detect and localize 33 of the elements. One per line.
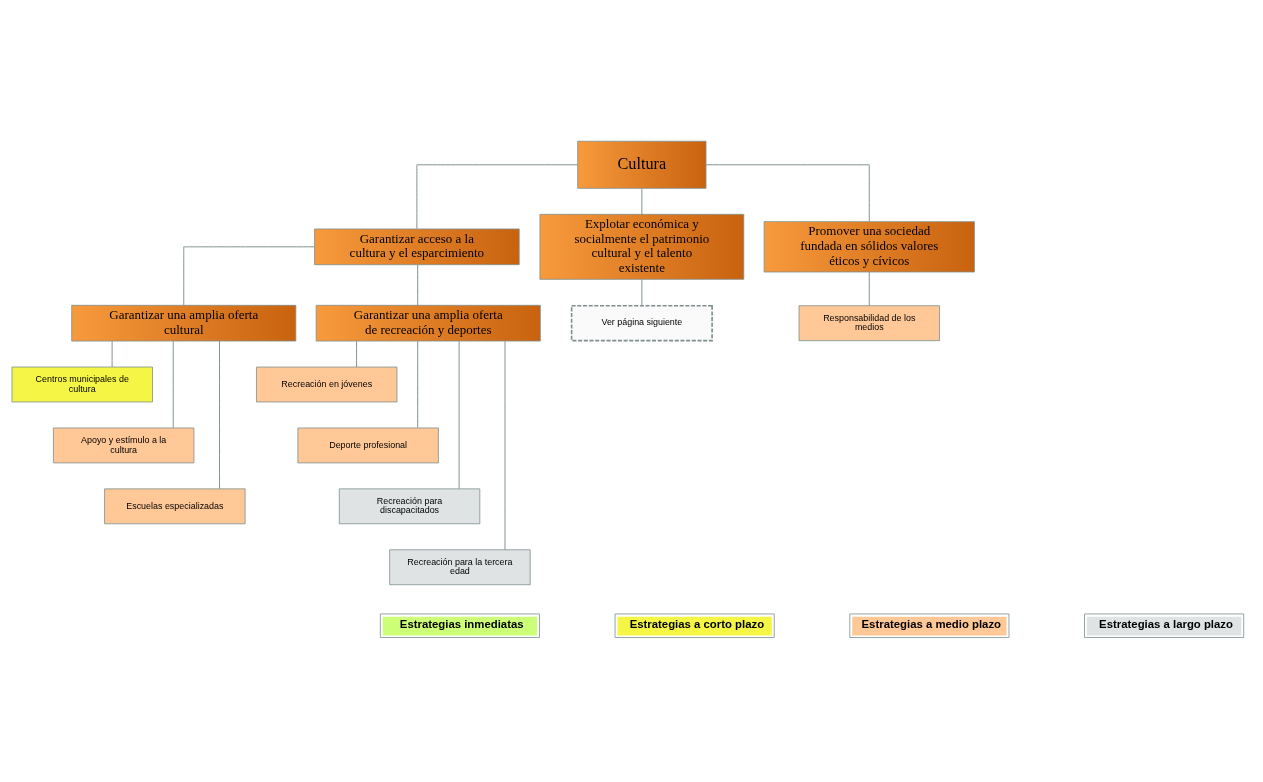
node-box: Responsabilidad de los medios (798, 305, 940, 342)
connector (183, 246, 315, 306)
node-box: Ver página siguiente (570, 304, 713, 342)
node-box: Recreación para discapacitados (338, 488, 481, 525)
node-box: Centros municipales de cultura (11, 366, 153, 403)
node-box: Apoyo y estímulo a la cultura (53, 427, 195, 464)
connector (868, 271, 870, 307)
node-box: Garantizar una amplia oferta de recreación y deportes (315, 304, 541, 342)
node-box: Recreación para la tercera edad (389, 549, 531, 586)
connector (458, 340, 460, 490)
node-box: Escuelas especializadas (104, 488, 246, 525)
node-box: Cultura (577, 140, 707, 189)
node-box: Explotar económica y socialmente el patrimonio cultural y el talento existente (539, 213, 745, 280)
connector (172, 340, 174, 429)
connector (219, 340, 220, 490)
connector (641, 188, 643, 215)
node-box: Recreación en jóvenes (256, 366, 398, 403)
node-box: Garantizar acceso a la cultura y el esparcimiento (314, 228, 520, 266)
connector (705, 164, 870, 223)
connector (111, 340, 113, 368)
connector (416, 164, 579, 230)
legend-label: Estrategias a medio plazo (861, 618, 1002, 631)
node-box: Garantizar una amplia oferta cultural (71, 304, 297, 342)
legend-label: Estrategias a largo plazo (1099, 618, 1233, 631)
connector (417, 264, 419, 306)
node-box: Promover una sociedad fundada en sólidos valores éticos y cívicos (763, 221, 975, 273)
connector (417, 340, 419, 429)
legend-label: Estrategias a corto plazo (629, 618, 765, 631)
legend-label: Estrategias inmediatas (399, 618, 524, 631)
connector (356, 340, 358, 368)
node-box: Deporte profesional (297, 427, 439, 464)
connector (504, 340, 506, 551)
connector (641, 278, 643, 307)
